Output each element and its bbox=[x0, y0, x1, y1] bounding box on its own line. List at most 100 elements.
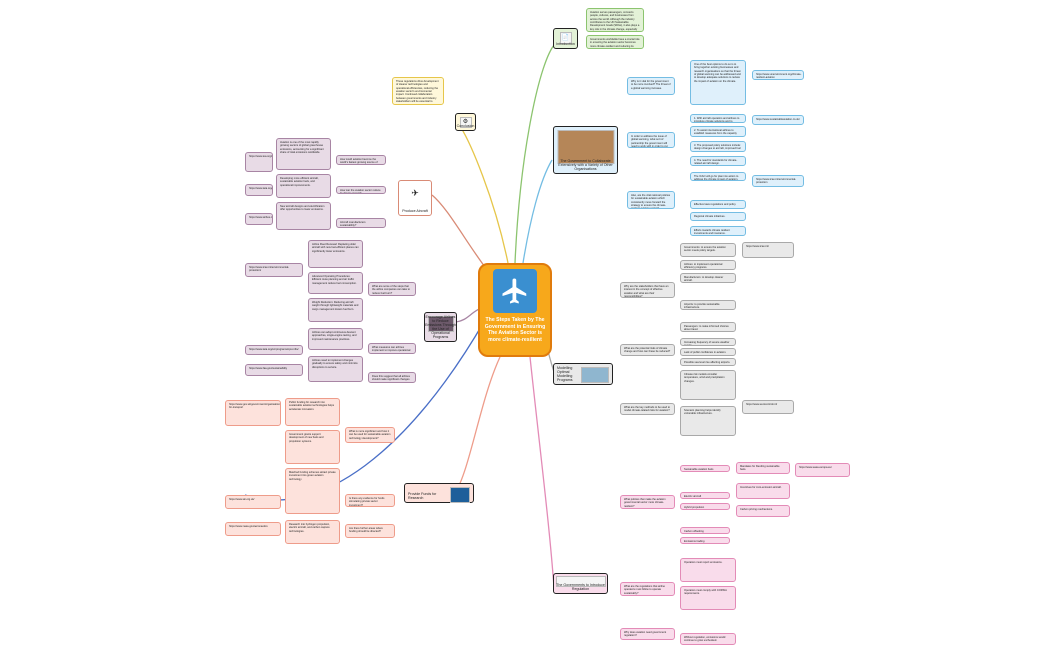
conclusion-label: Conclusion bbox=[456, 124, 475, 128]
collaboration-answer: Effective laws regulations and policy. bbox=[690, 200, 746, 209]
emissions-question: What measures can airlines implement to … bbox=[368, 343, 416, 354]
gear-icon: ⚙ bbox=[459, 117, 472, 128]
collaboration-answer: Efforts towards climate resilient invest… bbox=[690, 226, 746, 236]
regulations-answer: Operators must report emissions. bbox=[680, 558, 736, 582]
modelling-source: https://www.icao.int/ bbox=[742, 242, 794, 258]
emissions-source: https://www.faa.gov/sustainability bbox=[245, 364, 303, 376]
funding-answer: Matched funding schemes attract private … bbox=[285, 468, 340, 514]
modelling-label: Modelling Optimal Modelling Programs bbox=[557, 366, 573, 382]
collaboration-label: The Government to Collaborate Extensivel… bbox=[558, 159, 613, 171]
central-title: The Steps Taken by The Government in Ens… bbox=[484, 317, 546, 343]
funding-question: Are there further areas where funding sh… bbox=[345, 524, 395, 538]
funding-answer: Government grants support development of… bbox=[285, 430, 340, 464]
branch-modelling[interactable]: Modelling Optimal Modelling Programs bbox=[553, 363, 613, 385]
regulations-policy: Sustainable aviation fuels bbox=[680, 465, 730, 472]
collaboration-question: Why is it vital for the government to be… bbox=[627, 77, 675, 95]
modelling-answer: Possible sea level rise affecting airpor… bbox=[680, 358, 736, 366]
regulations-detail: Incentives for zero-emission aircraft. bbox=[736, 483, 790, 499]
modelling-answer: Scenario planning helps identify vulnera… bbox=[680, 406, 736, 436]
modelling-question: Why are the stakeholders that have an in… bbox=[620, 282, 675, 298]
collaboration-answer: The ICAO will go for plan into action to… bbox=[690, 172, 746, 181]
regulations-question: What are the regulations that airline op… bbox=[620, 582, 675, 596]
modelling-answer: Passengers: to make informed choices abo… bbox=[680, 322, 736, 332]
emissions-question: What are some of the steps that the airl… bbox=[368, 282, 416, 296]
regulations-policy: Electric aircraft bbox=[680, 492, 730, 499]
modelling-answer: Lack of public confidence in aviation. bbox=[680, 348, 736, 356]
branch-emissions[interactable]: Encourage Airlines to Reduce Emissions T… bbox=[424, 312, 457, 342]
collaboration-source: https://www.sustainableaviation.co.uk/ bbox=[752, 115, 804, 125]
regulations-policy: Hybrid propulsion bbox=[680, 503, 730, 510]
regulations-image bbox=[555, 576, 606, 587]
funding-question: Is there any evidence for funds stimulat… bbox=[345, 494, 395, 507]
central-topic[interactable]: The Steps Taken by The Government in Ens… bbox=[478, 263, 552, 357]
aircraft-source: https://www.iea.org/reports/aviation bbox=[245, 152, 273, 172]
funding-label: Provide Funds for Research bbox=[408, 492, 437, 500]
funding-source: https://www.gov.uk/government/organisati… bbox=[225, 400, 281, 426]
emissions-label: Encourage Airlines to Reduce Emissions T… bbox=[425, 315, 456, 339]
emissions-question: Does this suggest that all airlines shou… bbox=[368, 372, 416, 383]
branch-regulations[interactable]: The Governments to Introduce Regulation bbox=[553, 573, 608, 594]
airport-image bbox=[427, 316, 454, 332]
regulations-answer: Without regulation, emissions would cont… bbox=[680, 633, 736, 645]
modelling-source: https://www.eurocontrol.int/ bbox=[742, 400, 794, 414]
regulations-policy: Emissions trading bbox=[680, 537, 730, 544]
modelling-image bbox=[581, 367, 609, 383]
emissions-source: https://www.iata.org/en/programs/ops-inf… bbox=[245, 345, 303, 355]
modelling-question: What are the potential risks of climate … bbox=[620, 344, 675, 356]
branch-funding[interactable]: Provide Funds for Research bbox=[404, 483, 474, 503]
collaboration-question: Also, are the vital national policies fo… bbox=[627, 191, 675, 209]
regulations-policy: Carbon offsetting bbox=[680, 527, 730, 534]
introduction-item: Governments worldwide have a crucial rol… bbox=[586, 35, 644, 49]
research-image bbox=[450, 487, 470, 503]
funding-answer: Research into hydrogen propulsion, elect… bbox=[285, 520, 340, 544]
regulations-detail: Mandates for blending sustainable fuels. bbox=[736, 462, 790, 474]
modelling-answer: Increasing frequency of severe weather e… bbox=[680, 338, 736, 346]
aircraft-answer: New aircraft designs and electrification… bbox=[276, 202, 331, 230]
regulations-question: What policies that make the aviation gov… bbox=[620, 495, 675, 509]
collaboration-answer: Regional climate initiatives. bbox=[690, 212, 746, 221]
aircraft-question: How could aviation become the world's fa… bbox=[336, 155, 386, 165]
branch-conclusion[interactable]: ⚙ Conclusion bbox=[455, 113, 476, 131]
aircraft-source: https://www.iata.org/en/programs/environ… bbox=[245, 184, 273, 196]
regulations-detail: Carbon pricing mechanisms. bbox=[736, 505, 790, 517]
collaboration-question: In order to address the issue of global … bbox=[627, 132, 675, 148]
emissions-answer: Airlines can adopt continuous descent ap… bbox=[308, 328, 363, 350]
aircraft-source: https://www.airbus.com/en/sustainability bbox=[245, 213, 273, 225]
aircraft-label: Produce Aircraft bbox=[402, 209, 428, 213]
branch-aircraft[interactable]: ✈ Produce Aircraft bbox=[398, 180, 432, 216]
funding-answer: Public funding for research into sustain… bbox=[285, 398, 340, 426]
regulations-label: The Governments to Introduce Regulation bbox=[556, 583, 605, 591]
modelling-answer: Governments: to ensure the aviation sect… bbox=[680, 243, 736, 257]
regulations-question: Why does aviation need government regula… bbox=[620, 628, 675, 640]
parliament-image bbox=[557, 130, 614, 164]
collaboration-source: https://www.icao.int/environmental-prote… bbox=[752, 175, 804, 187]
aircraft-answer: Aviation is one of the most rapidly grow… bbox=[276, 138, 331, 170]
aircraft-image: ✈ bbox=[404, 184, 426, 202]
regulations-source: https://www.easa.europa.eu/ bbox=[795, 463, 850, 477]
funding-source: https://www.nasa.gov/aeronautics bbox=[225, 522, 281, 536]
collaboration-answer: 2. To assist international airlines to e… bbox=[690, 126, 746, 137]
branch-collaboration[interactable]: The Government to Collaborate Extensivel… bbox=[553, 126, 618, 174]
modelling-question: What are the key methods to be used to m… bbox=[620, 403, 675, 415]
modelling-answer: Airports: to provide sustainable infrast… bbox=[680, 300, 736, 310]
emissions-answer: Advanced Operating Procedures: Efficient… bbox=[308, 272, 363, 294]
collaboration-answer: One of the best options to do so is to b… bbox=[690, 60, 746, 105]
document-icon: 📄 bbox=[559, 32, 572, 44]
aircraft-answer: Developing more efficient aircraft, sust… bbox=[276, 174, 331, 198]
branch-introduction[interactable]: 📄 Introduction bbox=[553, 28, 578, 49]
emissions-answer: Airline Fleet Renewal: Replacing older a… bbox=[308, 240, 363, 268]
introduction-label: Introduction bbox=[556, 42, 575, 46]
emissions-answer: Weight Reduction: Reducing aircraft weig… bbox=[308, 298, 363, 322]
introduction-item: Aviation serves passengers, connects peo… bbox=[586, 8, 644, 32]
funding-source: https://www.ati.org.uk/ bbox=[225, 495, 281, 509]
modelling-answer: Airlines: to implement operational effic… bbox=[680, 260, 736, 270]
conclusion-text: These regulations drive development of c… bbox=[392, 77, 444, 105]
aircraft-question: How can the aviation sector reduce its c… bbox=[336, 186, 386, 194]
collaboration-source: https://www.unenvironment.org/climate-re… bbox=[752, 70, 804, 80]
emissions-source: https://www.icao.int/environmental-prote… bbox=[245, 263, 303, 277]
modelling-answer: Climate risk models consider temperature… bbox=[680, 370, 736, 400]
collaboration-answer: 1. With aircraft operators and airlines … bbox=[690, 114, 746, 123]
collaboration-answer: 3. The proposed policy solutions include… bbox=[690, 141, 746, 152]
collaboration-answer: 4. The need for standards for climate-re… bbox=[690, 156, 746, 166]
funding-question: What is more significant and how it can … bbox=[345, 427, 395, 443]
